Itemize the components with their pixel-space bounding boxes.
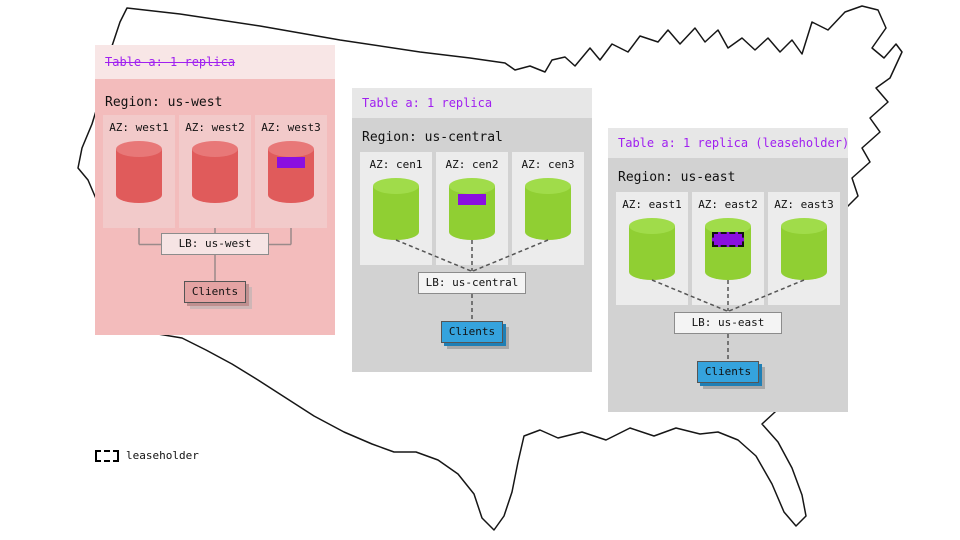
az-box-cen1: AZ: cen1 [360, 152, 432, 265]
az-row: AZ: cen1 AZ: cen2 AZ: cen3 [360, 152, 584, 265]
load-balancer-box: LB: us-central [418, 272, 526, 294]
az-label: AZ: west2 [185, 121, 245, 134]
az-box-east2: AZ: east2 [692, 192, 764, 305]
leaseholder-swatch-icon [95, 449, 119, 462]
database-replica-cylinder [449, 178, 495, 240]
az-box-east1: AZ: east1 [616, 192, 688, 305]
table-status-header: Table a: 1 replica (leaseholder) [608, 128, 850, 158]
replica-range-marker [458, 194, 486, 205]
clients-box: Clients [697, 361, 759, 383]
table-replica-label: Table a: 1 replica [362, 96, 493, 110]
legend: leaseholder [95, 449, 199, 462]
az-box-cen2: AZ: cen2 [436, 152, 508, 265]
database-replica-cylinder [781, 218, 827, 280]
az-box-west2: AZ: west2 [179, 115, 251, 228]
az-row: AZ: east1 AZ: east2 AZ: east3 [616, 192, 840, 305]
az-row: AZ: west1 AZ: west2 AZ: west3 [103, 115, 327, 228]
clients-box: Clients [441, 321, 503, 343]
database-replica-cylinder [373, 178, 419, 240]
region-panel-us-east: Table a: 1 replica (leaseholder) Region:… [608, 128, 850, 412]
database-replica-cylinder [629, 218, 675, 280]
region-panel-us-west: Table a: 1 replica Region: us-west AZ: w… [95, 45, 335, 335]
database-replica-cylinder [192, 141, 238, 203]
table-status-header: Table a: 1 replica [95, 45, 335, 79]
az-box-west3: AZ: west3 [255, 115, 327, 228]
az-label: AZ: west3 [261, 121, 321, 134]
database-replica-cylinder [116, 141, 162, 203]
leaseholder-marker [712, 232, 744, 247]
load-balancer-box: LB: us-east [674, 312, 782, 334]
az-label: AZ: west1 [109, 121, 169, 134]
table-replica-label: Table a: 1 replica [105, 55, 236, 69]
clients-box: Clients [184, 281, 246, 303]
replica-range-marker [277, 157, 305, 168]
az-label: AZ: cen3 [521, 158, 575, 171]
az-label: AZ: cen2 [445, 158, 499, 171]
region-title: Region: us-west [105, 95, 223, 110]
az-label: AZ: east3 [774, 198, 834, 211]
az-box-cen3: AZ: cen3 [512, 152, 584, 265]
az-label: AZ: cen1 [369, 158, 423, 171]
load-balancer-box: LB: us-west [161, 233, 269, 255]
database-replica-cylinder [268, 141, 314, 203]
az-label: AZ: east1 [622, 198, 682, 211]
az-box-east3: AZ: east3 [768, 192, 840, 305]
az-box-west1: AZ: west1 [103, 115, 175, 228]
table-replica-label: Table a: 1 replica (leaseholder) [618, 136, 850, 150]
region-title: Region: us-central [362, 130, 503, 145]
region-panel-us-central: Table a: 1 replica Region: us-central AZ… [352, 88, 592, 372]
legend-label: leaseholder [126, 449, 199, 462]
database-replica-cylinder [705, 218, 751, 280]
database-replica-cylinder [525, 178, 571, 240]
az-label: AZ: east2 [698, 198, 758, 211]
region-title: Region: us-east [618, 170, 736, 185]
table-status-header: Table a: 1 replica [352, 88, 592, 118]
